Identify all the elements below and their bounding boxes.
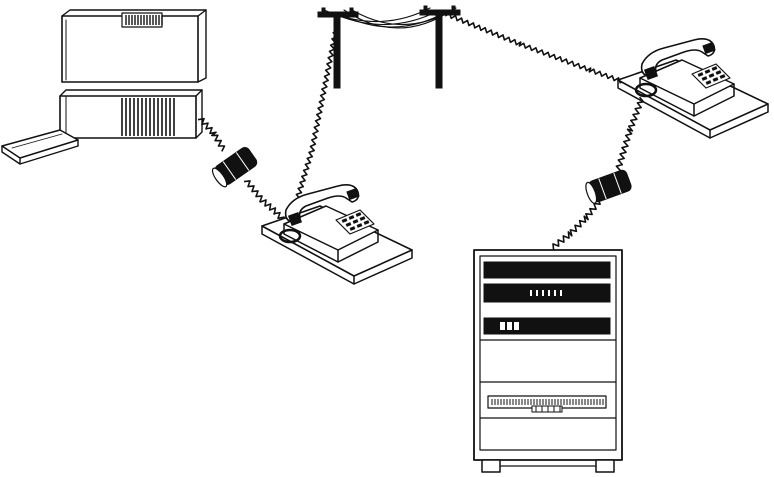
push-button-telephone-icon xyxy=(262,185,412,284)
monitor-vent-icon xyxy=(122,13,162,27)
acoustic-coupler-modem-icon xyxy=(210,146,259,189)
acoustic-coupler-modem-icon xyxy=(584,169,633,205)
mainframe-rack-icon xyxy=(474,250,622,472)
computer-terminal-icon xyxy=(2,10,206,164)
push-button-telephone-icon xyxy=(618,39,768,138)
telephone-pole-icon xyxy=(318,6,460,88)
coiled-cords xyxy=(198,13,643,250)
